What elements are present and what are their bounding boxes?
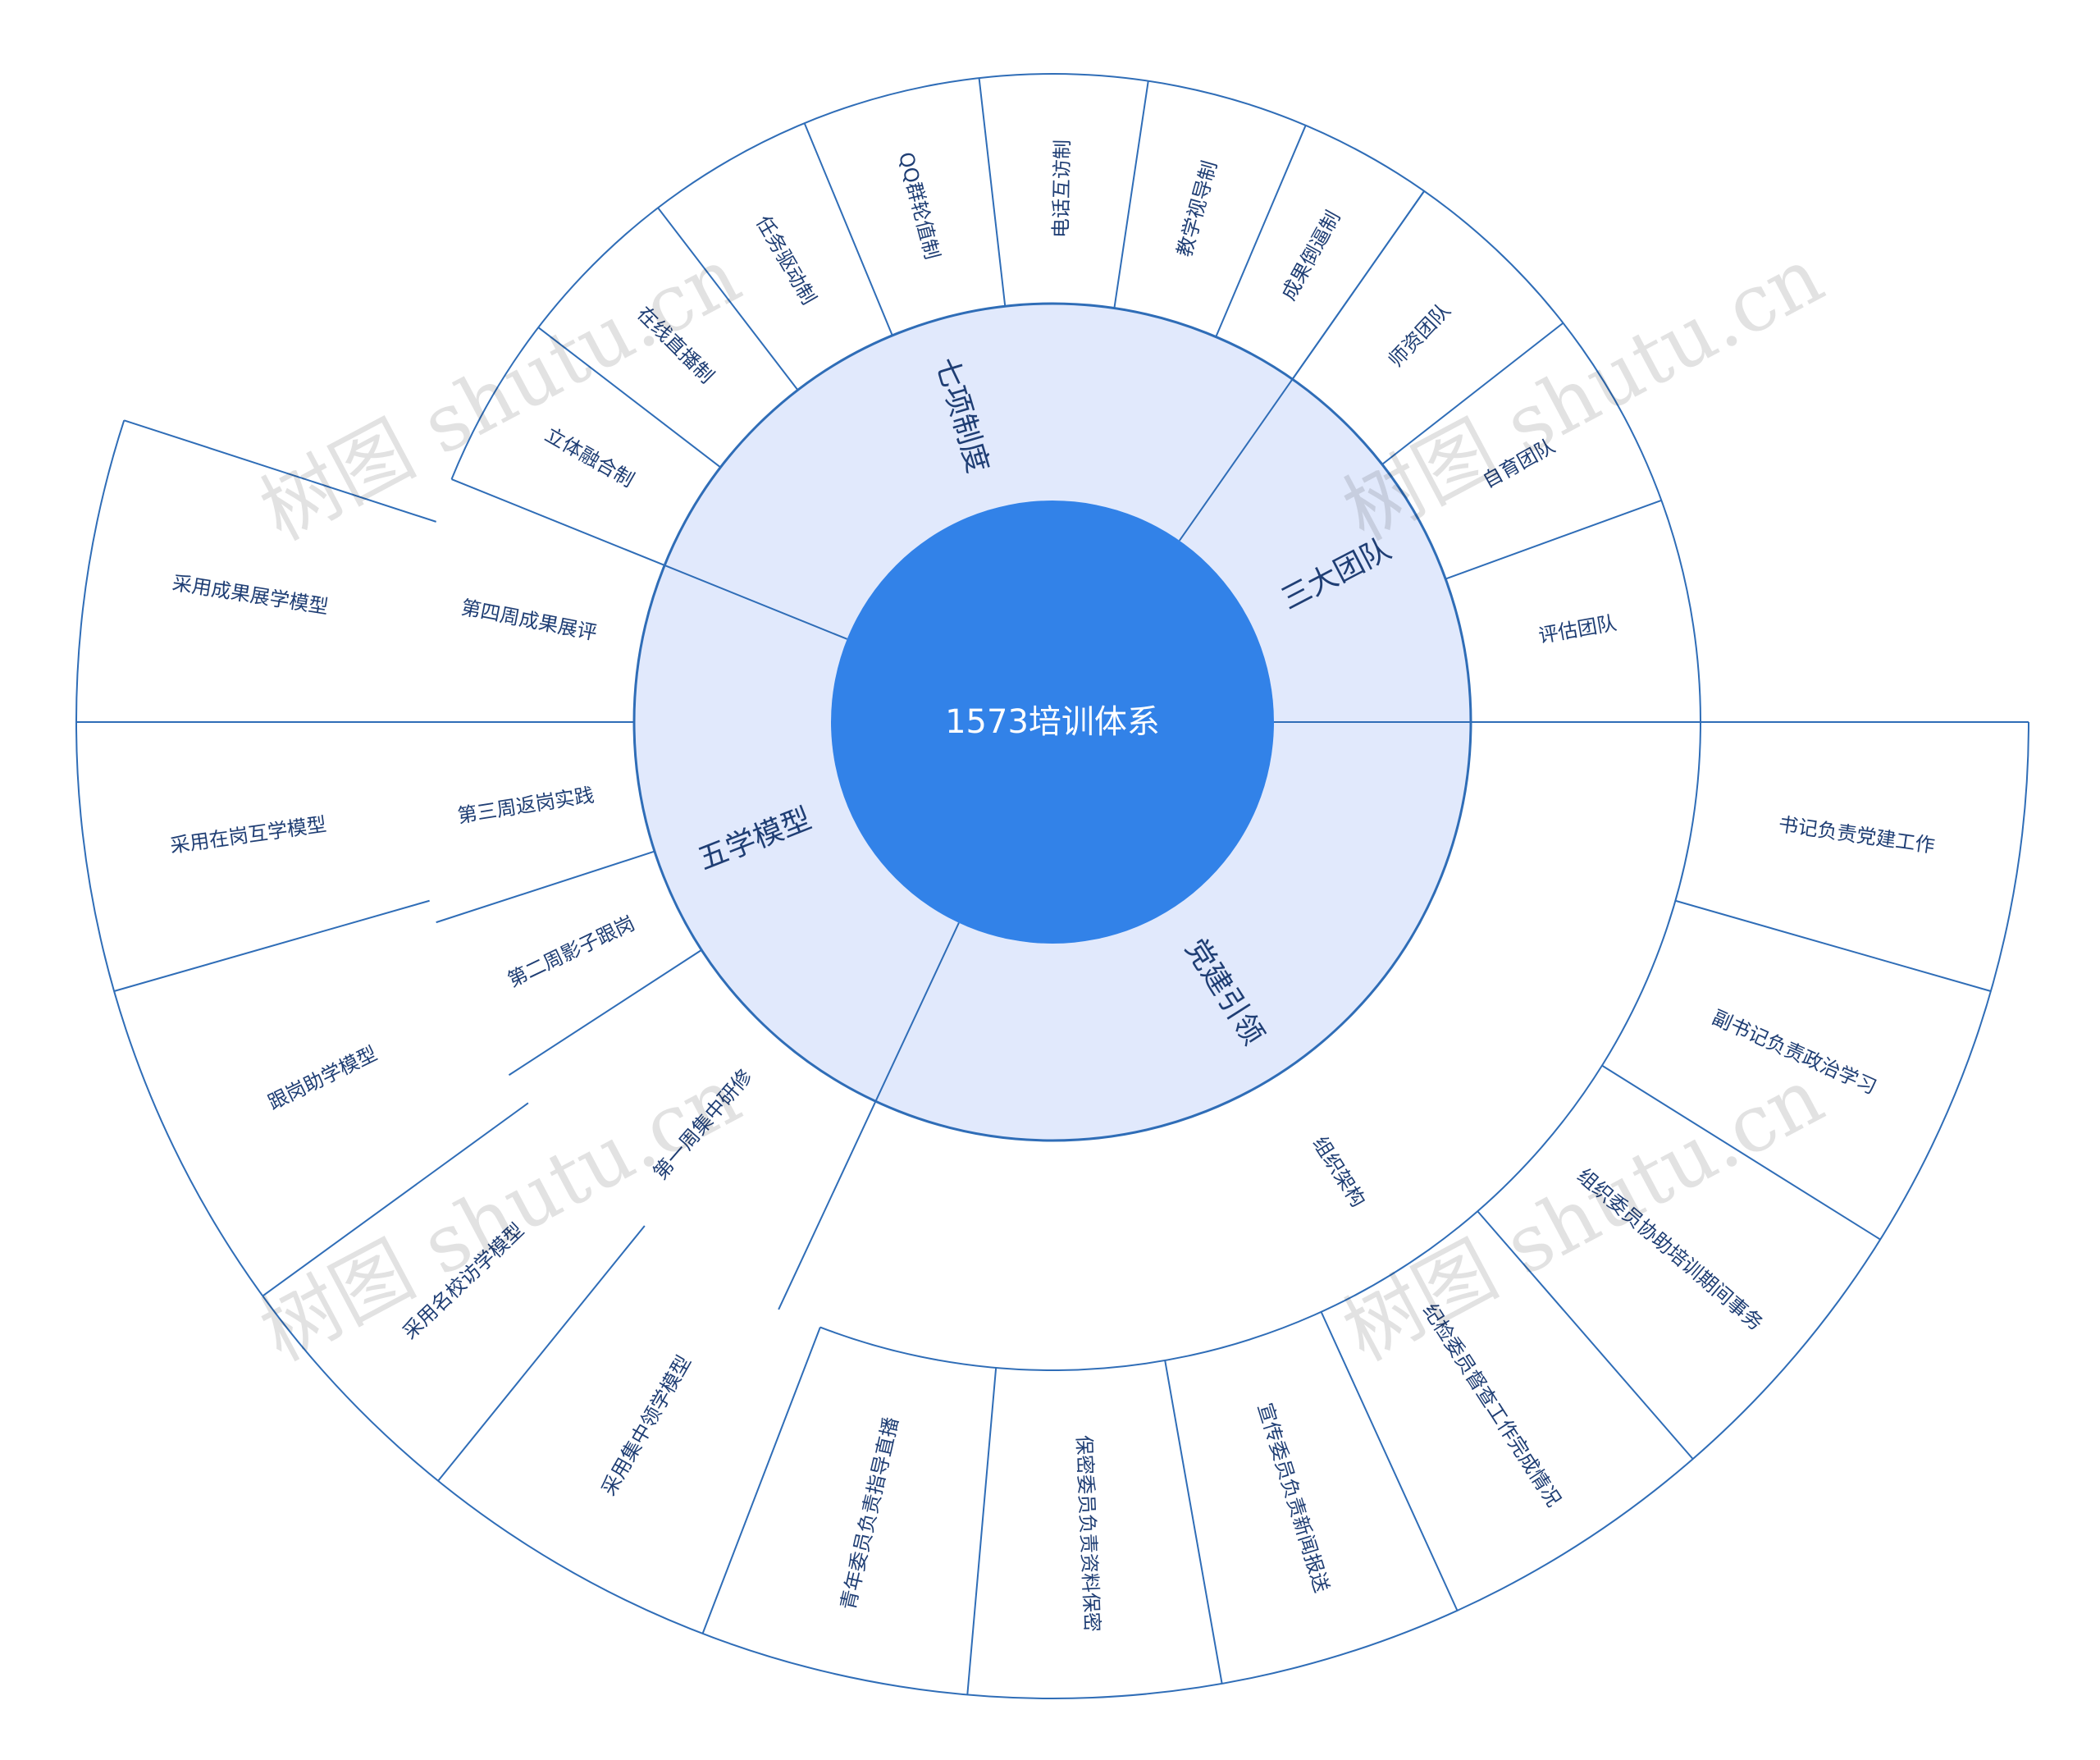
leaf-divider-0-4 xyxy=(978,77,1007,307)
category-divider-3 xyxy=(874,922,960,1102)
leaf-label: 组织架构 xyxy=(1308,1132,1370,1211)
category-sector-1 xyxy=(1179,379,1471,722)
leaf-divider-1-2 xyxy=(1445,499,1662,580)
outer-divider-2-0-2 xyxy=(1601,1064,1881,1241)
leaf-divider-0-6 xyxy=(1215,125,1307,337)
outer-divider-3-1-0 xyxy=(262,1102,529,1297)
outer-divider-3-0-0 xyxy=(701,1327,821,1634)
outer-divider-2-0-5 xyxy=(1164,1360,1223,1685)
leaf-label: 评估团队 xyxy=(1536,611,1618,647)
outer-ring-outline xyxy=(75,419,2029,1699)
outer-divider-2-0-1 xyxy=(1675,899,1992,992)
leaf-divider-0-2 xyxy=(657,207,799,391)
outer-leaf-label: 青年委员负责指导直播 xyxy=(837,1415,903,1612)
outer-leaf-label: 采用成果展学模型 xyxy=(171,571,330,619)
watermark-text: 树图 shutu.cn xyxy=(246,1050,754,1378)
leaf-label: QQ群轮值制 xyxy=(894,149,944,262)
category-divider-0 xyxy=(664,565,848,640)
leaf-label: 立体融合制 xyxy=(541,423,638,492)
category-sector-3 xyxy=(633,565,959,1102)
outer-divider-2-0-4 xyxy=(1320,1311,1459,1611)
leaf-divider-0-3 xyxy=(803,122,893,336)
leaf-divider-3-2 xyxy=(436,850,655,924)
leaf-label: 教学视导制 xyxy=(1173,158,1222,259)
center-node xyxy=(831,501,1274,944)
watermark-text: 树图 shutu.cn xyxy=(246,230,754,558)
leaf-label: 师资团队 xyxy=(1384,299,1454,372)
leaf-label: 第二周影子跟岗 xyxy=(504,912,638,992)
category-divider-1 xyxy=(1179,378,1294,542)
leaf-label: 第三周返岗实践 xyxy=(456,784,596,828)
leaf-divider-0-5 xyxy=(1113,80,1149,309)
center-label: 1573培训体系 xyxy=(945,703,1160,741)
leaf-divider-3-1 xyxy=(508,949,702,1077)
leaf-ring-outline xyxy=(450,73,1701,1371)
outer-leaf-label: 书记负责党建工作 xyxy=(1777,813,1936,857)
outer-divider-end xyxy=(123,419,436,523)
leaf-divider-3-0 xyxy=(778,1100,877,1310)
leaf-divider-0-0 xyxy=(451,478,665,566)
watermark-text: 树图 shutu.cn xyxy=(1329,230,1837,558)
outer-leaf-label: 宣传委员负责新闻报送 xyxy=(1253,1401,1334,1596)
leaf-label: 第四周成果展评 xyxy=(459,596,599,645)
leaf-label: 任务驱动制 xyxy=(751,212,820,309)
watermark-text: 树图 shutu.cn xyxy=(1329,1050,1837,1378)
outer-divider-2-0-3 xyxy=(1477,1210,1694,1460)
outer-divider-3-2-0 xyxy=(113,899,430,992)
outer-leaf-label: 跟岗助学模型 xyxy=(264,1042,381,1114)
outer-leaf-label: 采用在岗互学模型 xyxy=(169,813,328,857)
leaf-label: 成果倒逼制 xyxy=(1277,207,1345,304)
leaf-divider-end-7 xyxy=(1291,190,1425,380)
leaf-label: 电话互访制 xyxy=(1049,139,1074,238)
outer-divider-2-0-6 xyxy=(966,1367,998,1695)
outer-leaf-label: 采用集中领学模型 xyxy=(597,1351,696,1499)
outer-leaf-label: 保密委员负责资料保密 xyxy=(1072,1435,1103,1633)
category-sector-0 xyxy=(664,304,1293,639)
leaf-divider-1-1 xyxy=(1381,322,1564,465)
leaf-divider-0-1 xyxy=(537,327,721,469)
outer-divider-3-0-1 xyxy=(437,1225,646,1482)
category-sector-2 xyxy=(875,722,1471,1141)
